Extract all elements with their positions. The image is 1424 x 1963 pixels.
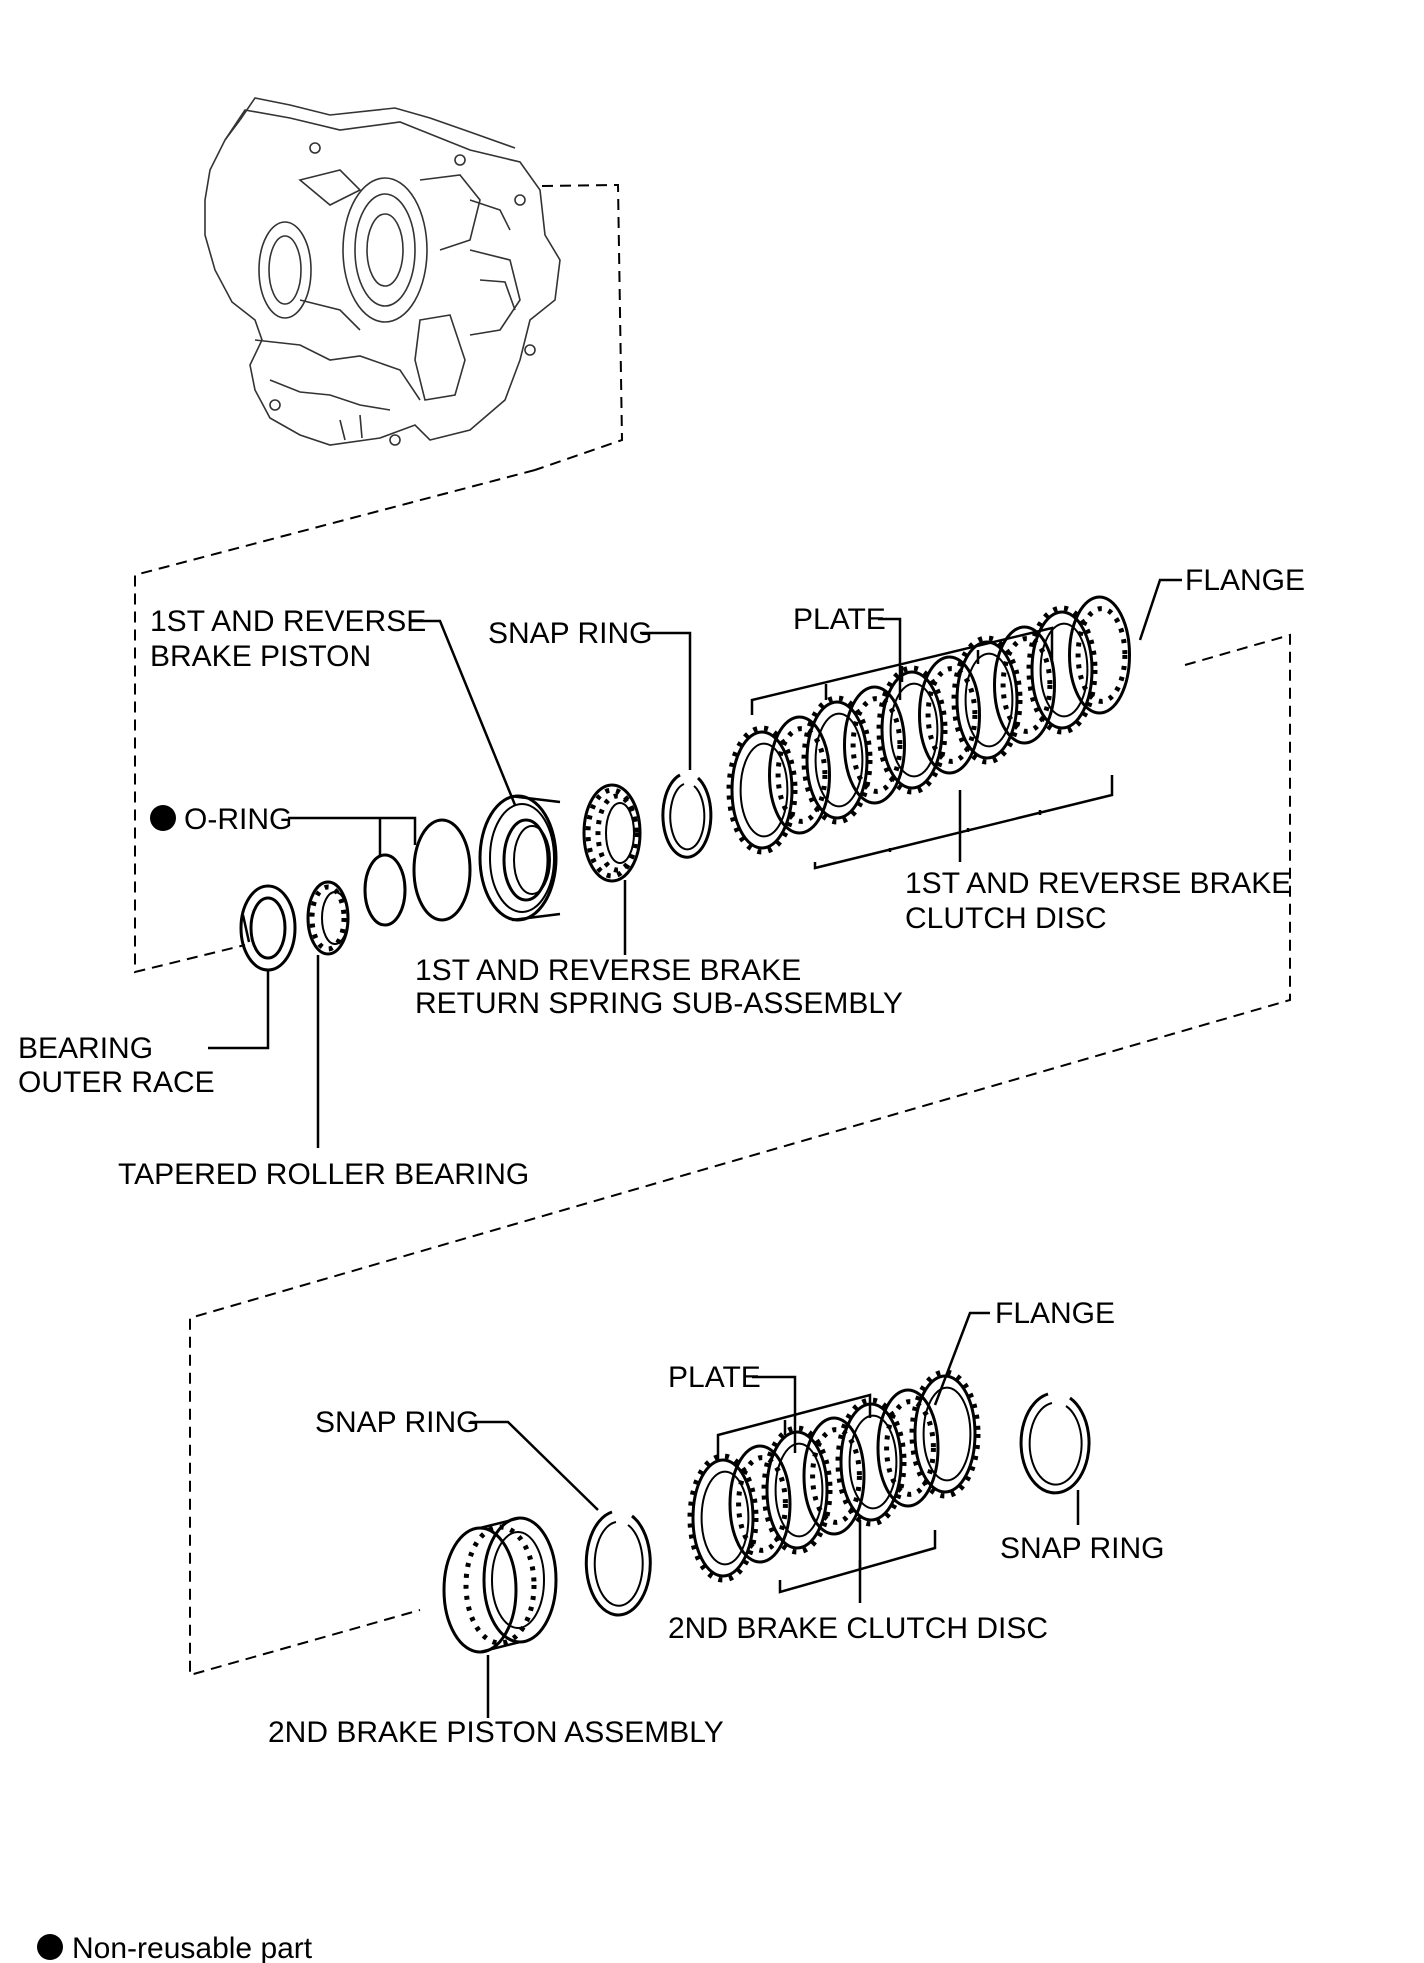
o-ring-small: [363, 853, 407, 927]
label-o-ring: O-RING: [184, 803, 292, 836]
clutch-plate: [801, 695, 873, 825]
label-plate-lower: PLATE: [668, 1361, 761, 1394]
clutch-plate: [726, 725, 798, 855]
label-2nd-brake-clutch-disc: 2ND BRAKE CLUTCH DISC: [668, 1612, 1048, 1645]
transaxle-case-illustration: [204, 97, 561, 446]
assembly-guide-lines: [134, 183, 1291, 1677]
snap-ring-lower-left: [584, 1510, 652, 1617]
non-reusable-marker-o-ring: [150, 805, 176, 831]
bearing-outer-race: [239, 884, 297, 972]
snap-ring-lower-right: [1019, 1392, 1091, 1495]
o-ring-large: [412, 818, 472, 922]
leader-lines: [208, 578, 1182, 1718]
lower-clutch-pack: [687, 1369, 981, 1583]
label-brake-piston-line2: BRAKE PISTON: [150, 640, 371, 673]
clutch-disc: [802, 1416, 866, 1536]
label-2nd-brake-piston: 2ND BRAKE PISTON ASSEMBLY: [268, 1716, 724, 1749]
clutch-disc: [728, 1444, 792, 1564]
clutch-plate: [951, 635, 1023, 765]
snap-ring-upper: [661, 773, 713, 859]
clutch-disc: [768, 715, 831, 835]
clutch-disc: [843, 685, 906, 805]
label-return-spring-line1: 1ST AND REVERSE BRAKE: [415, 954, 801, 987]
label-snap-ring-upper: SNAP RING: [488, 617, 653, 650]
tapered-roller-bearing: [306, 880, 350, 956]
label-flange-lower: FLANGE: [995, 1297, 1115, 1330]
label-tapered-bearing: TAPERED ROLLER BEARING: [118, 1158, 529, 1191]
flange-lower: [909, 1369, 981, 1499]
label-bearing-race-line2: OUTER RACE: [18, 1066, 215, 1099]
legend-text: Non-reusable part: [72, 1932, 313, 1963]
brake-piston-1st-reverse: [478, 794, 561, 922]
upper-clutch-pack: [726, 595, 1131, 855]
2nd-brake-piston-assembly: [442, 1516, 558, 1654]
label-plate-upper: PLATE: [793, 603, 886, 636]
label-return-spring-line2: RETURN SPRING SUB-ASSEMBLY: [415, 987, 903, 1020]
return-spring-sub-assembly: [582, 783, 642, 883]
label-flange-upper: FLANGE: [1185, 564, 1305, 597]
label-brake-piston-line1: 1ST AND REVERSE: [150, 605, 426, 638]
clutch-plate: [1026, 605, 1098, 735]
clutch-disc: [876, 1388, 940, 1508]
label-clutch-disc-line1: 1ST AND REVERSE BRAKE: [905, 867, 1291, 900]
clutch-plate: [687, 1453, 759, 1583]
clutch-disc: [918, 655, 981, 775]
label-bearing-race-line1: BEARING: [18, 1032, 153, 1065]
clutch-disc: [993, 625, 1056, 745]
clutch-plate: [876, 665, 948, 795]
label-snap-ring-lower-right: SNAP RING: [1000, 1532, 1165, 1565]
label-clutch-disc-line2: CLUTCH DISC: [905, 902, 1107, 935]
upper-pack-brackets: [750, 626, 1114, 870]
legend-bullet-icon: [37, 1934, 63, 1960]
flange-upper: [1068, 595, 1131, 715]
clutch-plate: [761, 1425, 833, 1555]
label-snap-ring-lower-left: SNAP RING: [315, 1406, 480, 1439]
